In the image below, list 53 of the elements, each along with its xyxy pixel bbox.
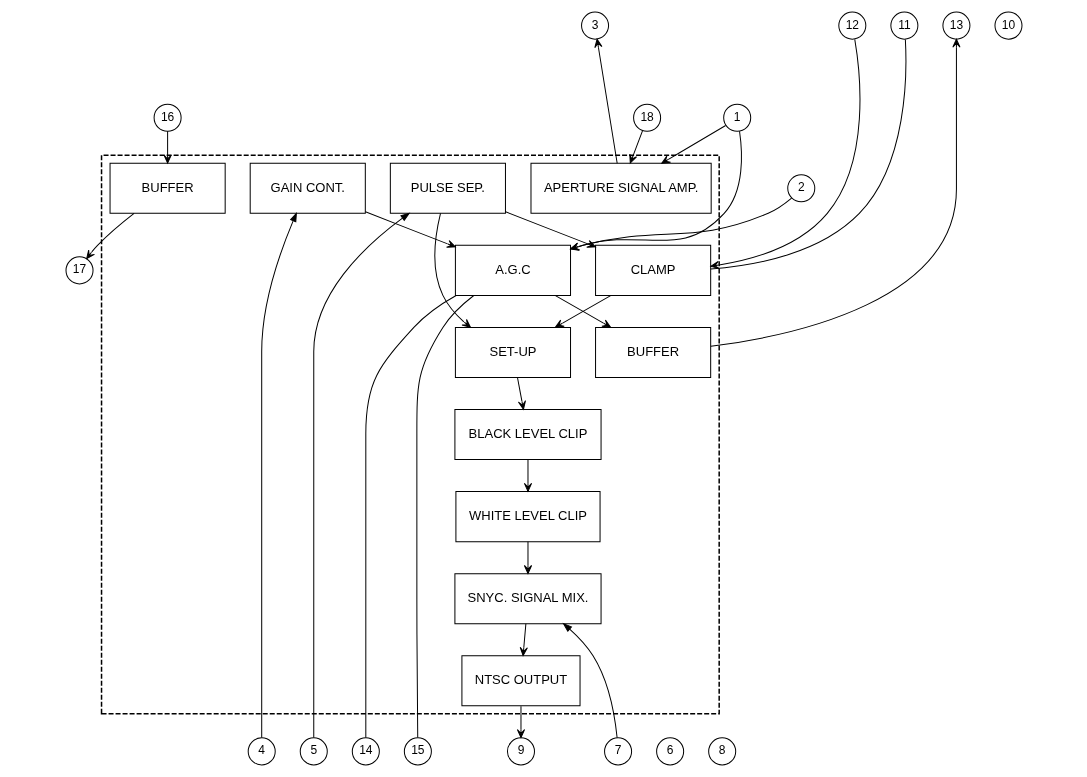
arrow xyxy=(709,38,860,270)
node-box: GAIN CONT. xyxy=(249,162,366,214)
node-circle: 15 xyxy=(403,737,432,766)
node-circle: 17 xyxy=(65,256,94,285)
arrow xyxy=(709,38,961,347)
node-box: A.G.C xyxy=(454,244,571,296)
node-box: NTSC OUTPUT xyxy=(460,655,581,707)
node-circle: 5 xyxy=(299,737,328,766)
arrow xyxy=(569,130,742,251)
arrow xyxy=(519,623,528,656)
arrow xyxy=(312,212,410,738)
connector xyxy=(709,39,906,270)
node-circle: 13 xyxy=(941,11,970,40)
node-circle: 14 xyxy=(351,737,380,766)
arrow xyxy=(433,212,471,328)
node-circle: 3 xyxy=(580,11,609,40)
node-box: CLAMP xyxy=(594,244,711,296)
arrow xyxy=(628,130,643,164)
arrow xyxy=(85,212,135,260)
arrow xyxy=(504,211,596,248)
node-box: BUFFER xyxy=(594,326,711,378)
node-box: WHITE LEVEL CLIP xyxy=(454,491,601,543)
arrow xyxy=(516,705,525,739)
arrow xyxy=(163,130,172,164)
node-box: BUFFER xyxy=(109,162,226,214)
node-circle: 11 xyxy=(889,11,918,40)
node-circle: 1 xyxy=(722,103,751,132)
arrow xyxy=(516,377,526,410)
arrow xyxy=(593,38,618,164)
node-circle: 2 xyxy=(786,174,815,203)
arrow xyxy=(569,197,792,251)
node-circle: 7 xyxy=(603,737,632,766)
node-circle: 9 xyxy=(506,737,535,766)
node-circle: 8 xyxy=(707,737,736,766)
arrow xyxy=(364,211,456,248)
node-box: SET-UP xyxy=(454,326,571,378)
node-circle: 16 xyxy=(153,103,182,132)
arrow xyxy=(660,125,726,164)
node-box: PULSE SEP. xyxy=(389,162,506,214)
arrow xyxy=(523,541,532,574)
node-box: BLACK LEVEL CLIP xyxy=(453,409,602,461)
arrow xyxy=(562,623,618,739)
arrow xyxy=(260,212,297,738)
connector xyxy=(364,295,457,738)
node-circle: 18 xyxy=(632,103,661,132)
node-box: APERTURE SIGNAL AMP. xyxy=(530,162,712,214)
node-circle: 6 xyxy=(655,737,684,766)
node-circle: 10 xyxy=(993,11,1022,40)
node-circle: 4 xyxy=(247,737,276,766)
node-box: SNYC. SIGNAL MIX. xyxy=(453,573,602,625)
arrow xyxy=(523,459,532,492)
node-circle: 12 xyxy=(837,11,866,40)
connector xyxy=(415,295,474,738)
